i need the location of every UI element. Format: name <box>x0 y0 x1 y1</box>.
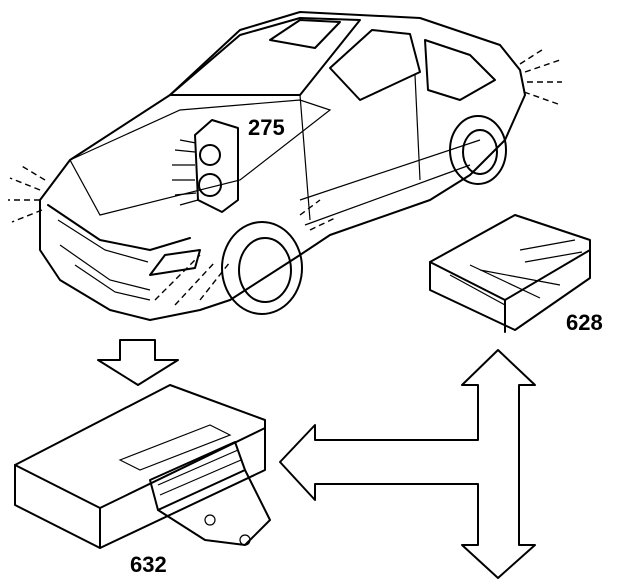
control-module-632 <box>14 384 271 549</box>
car-illustration <box>8 11 562 321</box>
headlamp-unit-illustration <box>172 119 239 213</box>
label-628: 628 <box>566 310 603 335</box>
connection-arrow-icon <box>279 349 536 579</box>
control-module-628 <box>429 214 591 333</box>
down-arrow-icon <box>97 339 179 386</box>
label-632: 632 <box>130 552 167 577</box>
label-275: 275 <box>248 115 285 140</box>
